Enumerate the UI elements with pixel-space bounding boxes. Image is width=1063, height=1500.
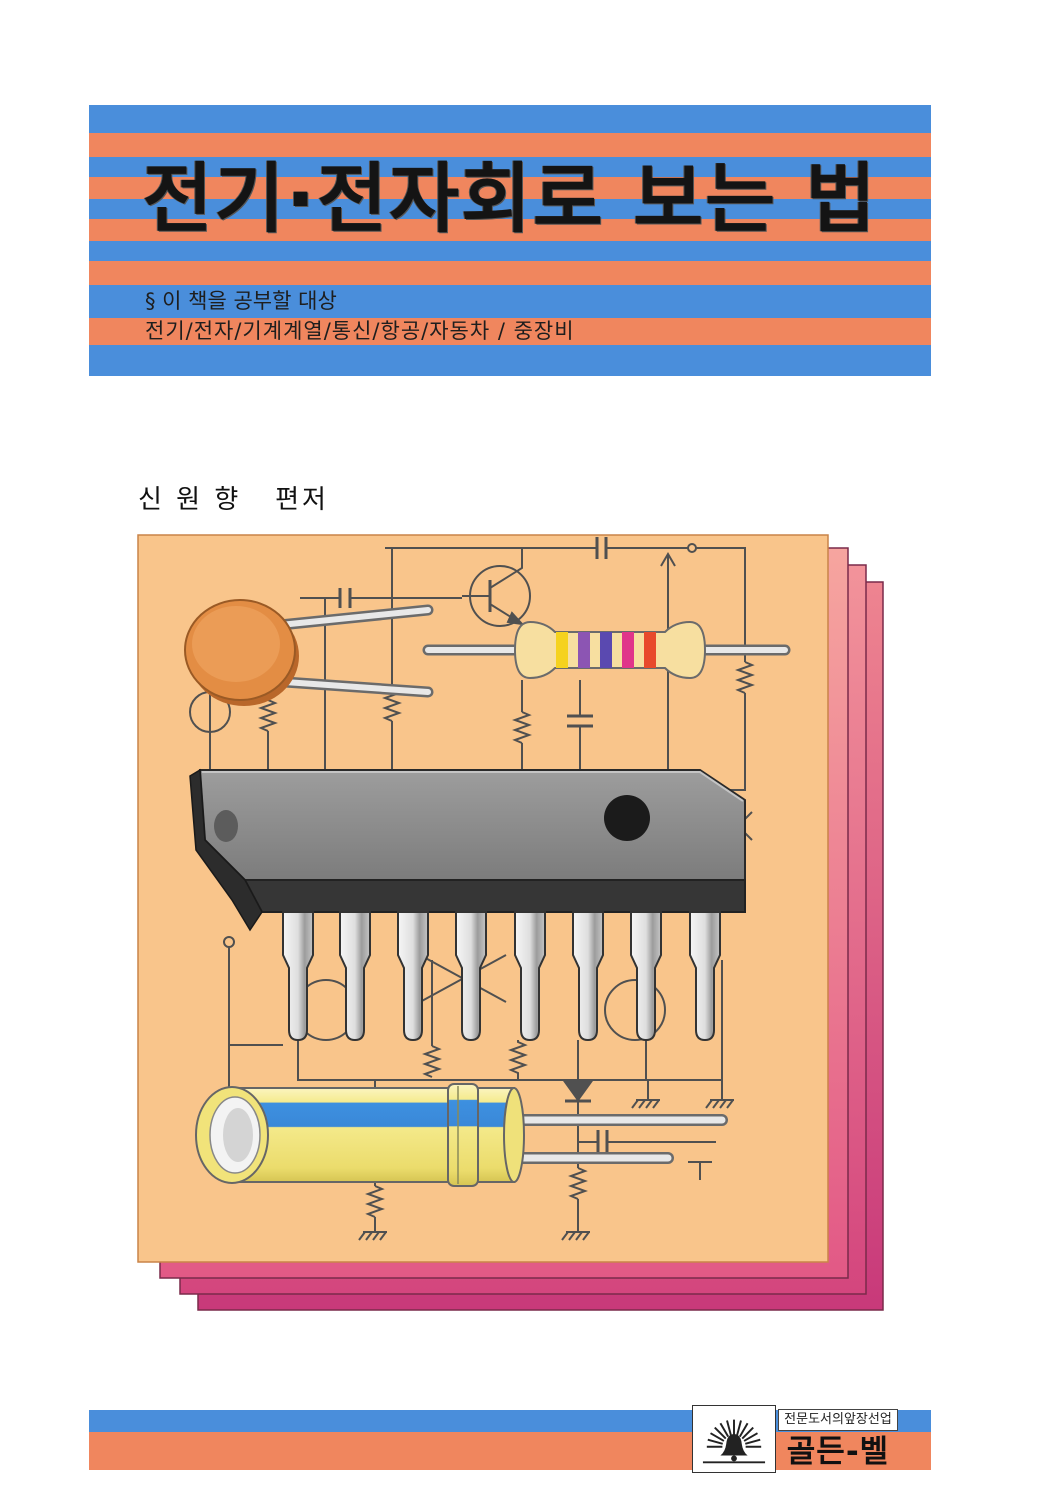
resistor-symbol — [568, 1167, 588, 1200]
transistor-arrow — [506, 611, 525, 626]
resistor-symbol — [422, 1045, 442, 1078]
circuit-traces — [189, 537, 755, 1241]
ceramic-capacitor — [184, 599, 434, 706]
diode-symbol — [563, 1081, 593, 1102]
ic-chip-top — [198, 769, 746, 881]
ic-pin — [339, 911, 371, 1042]
ic-pin — [282, 911, 314, 1042]
publisher-name: 골든-벨 — [786, 1434, 890, 1470]
ic-pin — [514, 911, 546, 1042]
ic-pin1-mark — [604, 795, 650, 841]
circuit-trace — [228, 947, 283, 1090]
resistor-symbol — [258, 699, 278, 732]
resistor-band — [622, 632, 634, 668]
resistor-band — [578, 632, 590, 668]
ic-chip — [189, 768, 746, 1042]
audience-label: § 이 책을 공부할 대상 — [145, 289, 337, 313]
capacitor-top-center — [223, 1108, 253, 1162]
variable-arrow — [660, 552, 676, 567]
capacitor-lead — [282, 679, 431, 695]
bell-sunburst-icon — [702, 1419, 766, 1464]
terminal-symbol — [688, 1161, 712, 1180]
resistor-symbol — [512, 711, 532, 744]
ic-chip-edge-highlight — [202, 771, 744, 802]
circuit-trace — [645, 960, 723, 1100]
resistor-symbol — [735, 661, 755, 694]
capacitor-symbol — [567, 714, 593, 728]
capacitor-can-end — [503, 1087, 525, 1183]
author-credit: 신 원 향 편저 — [138, 485, 329, 515]
terminal-dot — [223, 936, 235, 948]
book-title: 전기·전자회로 보는 법 — [142, 154, 878, 243]
resistor-band — [600, 632, 612, 668]
terminal-dot — [687, 543, 697, 553]
ic-pin — [689, 911, 721, 1042]
bell-shape — [720, 1434, 748, 1456]
ground-symbol — [358, 1231, 387, 1241]
capacitor-ring — [447, 1083, 479, 1187]
capacitor-symbol — [596, 1130, 609, 1154]
ground-symbol — [561, 1231, 590, 1241]
audience-fields: 전기/전자/기계계열/통신/항공/자동차 / 중장비 — [145, 319, 575, 343]
capacitor-disc-highlight — [192, 606, 280, 682]
resistor-band — [556, 632, 568, 668]
resistor-symbol — [508, 1040, 528, 1080]
sunburst-rays — [706, 1419, 762, 1448]
publisher-slogan: 전문도서의앞장선업 — [778, 1409, 898, 1431]
ic-chip-front — [243, 879, 746, 913]
capacitor-symbol — [338, 588, 352, 608]
title-banner: 전기·전자회로 보는 법 § 이 책을 공부할 대상 전기/전자/기계계열/통신… — [89, 105, 931, 376]
bell-clapper — [731, 1455, 737, 1462]
color-band-resistor — [422, 620, 791, 680]
ic-pin — [630, 911, 662, 1042]
ic-pin — [572, 911, 604, 1042]
electrolytic-capacitor — [195, 1083, 728, 1187]
circuit-trace — [696, 547, 746, 662]
circuit-illustration — [137, 534, 884, 1311]
circuit-trace — [297, 1040, 722, 1081]
resistor-band — [644, 632, 656, 668]
ic-pin — [455, 911, 487, 1042]
ground-symbol — [631, 1099, 660, 1109]
ic-notch — [214, 810, 238, 842]
publisher-logo — [692, 1405, 776, 1473]
ic-pin — [397, 911, 429, 1042]
capacitor-lead — [277, 607, 431, 628]
ic-chip-end — [189, 768, 263, 932]
ground-symbol — [705, 1099, 734, 1109]
resistor-symbol — [365, 1185, 385, 1218]
transistor-symbol — [604, 979, 666, 1041]
